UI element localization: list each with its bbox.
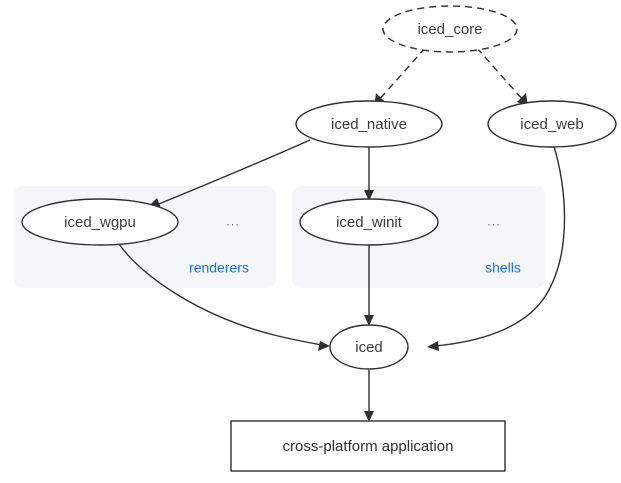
node-iced-winit-shape — [299, 198, 439, 246]
node-iced-wgpu[interactable]: iced_wgpu — [21, 198, 179, 246]
node-iced-web-shape — [487, 100, 617, 148]
node-iced-web[interactable]: iced_web — [487, 100, 617, 148]
node-iced[interactable]: iced — [329, 324, 409, 370]
node-iced-core-label: iced_core — [417, 21, 482, 38]
edge-iced-wgpu-to-iced — [118, 243, 330, 351]
cluster-shells-ellipsis: ... — [487, 213, 501, 228]
cluster-renderers-label: renderers — [189, 260, 249, 276]
node-iced-label: iced — [355, 339, 383, 356]
node-iced-web-label: iced_web — [520, 116, 583, 133]
edge-iced-core-to-iced-native — [374, 47, 426, 107]
node-application-label: cross-platform application — [283, 438, 454, 455]
node-iced-winit[interactable]: iced_winit — [299, 198, 439, 246]
edge-iced-native-to-iced-winit — [364, 144, 374, 201]
node-iced-winit-label: iced_winit — [336, 214, 403, 231]
edge-iced-to-application — [364, 370, 374, 422]
node-iced-native-label: iced_native — [331, 116, 407, 133]
node-iced-core-shape — [382, 5, 518, 53]
node-application-shape — [230, 420, 506, 472]
cluster-renderers-ellipsis: ... — [226, 213, 240, 228]
edge-iced-web-to-iced — [427, 142, 566, 351]
node-iced-wgpu-shape — [21, 198, 179, 246]
node-iced-shape — [329, 324, 409, 370]
node-iced-native-shape — [295, 100, 443, 148]
node-iced-wgpu-label: iced_wgpu — [64, 214, 136, 231]
edge-iced-core-to-iced-web — [476, 47, 528, 107]
cluster-shells-label: shells — [485, 260, 521, 276]
node-iced-core[interactable]: iced_core — [382, 5, 518, 53]
node-application[interactable]: cross-platform application — [230, 420, 506, 472]
node-iced-native[interactable]: iced_native — [295, 100, 443, 148]
edge-iced-winit-to-iced — [364, 244, 374, 326]
